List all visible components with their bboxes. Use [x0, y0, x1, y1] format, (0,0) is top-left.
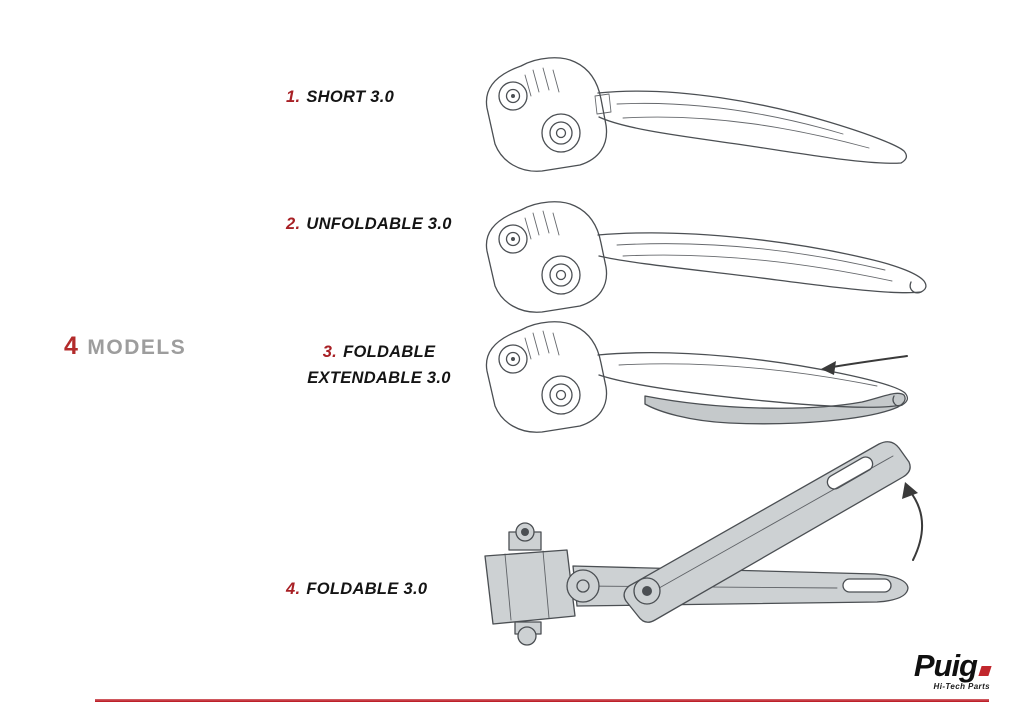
- lever-pivot-assembly: [485, 201, 608, 313]
- page-title: 4 MODELS: [64, 332, 186, 361]
- model-name-1: SHORT 3.0: [306, 88, 395, 106]
- models-count: 4: [64, 332, 79, 360]
- lever-pivot-assembly: [485, 321, 608, 433]
- model-name-2: UNFOLDABLE 3.0: [306, 215, 452, 233]
- model-name-4: FOLDABLE 3.0: [306, 580, 428, 598]
- lever-blade: [597, 90, 908, 164]
- unfoldable-lever-illustration: [485, 201, 927, 313]
- footer-accent-line: [95, 699, 989, 702]
- puig-logo-tagline: Hi-Tech Parts: [933, 682, 990, 691]
- extend-direction-arrow: [821, 355, 908, 375]
- model-name-3: FOLDABLE EXTENDABLE 3.0: [307, 343, 451, 387]
- extendable-slider-part: [644, 392, 906, 425]
- models-title-label: MODELS: [87, 336, 187, 359]
- lever-blade: [597, 352, 909, 408]
- lever-main-arm: [572, 565, 909, 607]
- model-label-unfoldable: 2. UNFOLDABLE 3.0: [286, 215, 452, 234]
- fold-direction-arrow: [902, 482, 924, 561]
- lever-clamp-mount: [484, 522, 600, 646]
- model-number-3: 3.: [322, 343, 338, 361]
- foldable-lever-illustration: [484, 441, 924, 646]
- foldable-extendable-lever-illustration: [485, 321, 909, 433]
- puig-logo-brand-text: Puig: [913, 648, 978, 683]
- puig-logo-red-accent: [978, 666, 992, 676]
- model-number-4: 4.: [286, 580, 301, 598]
- model-label-short: 1. SHORT 3.0: [286, 88, 394, 107]
- model-label-foldable: 4. FOLDABLE 3.0: [286, 580, 427, 599]
- short-lever-illustration: [485, 57, 908, 172]
- lever-folded-blade: [623, 441, 911, 623]
- lever-pivot-assembly: [485, 57, 612, 172]
- model-number-2: 2.: [286, 215, 301, 233]
- lever-blade: [597, 232, 927, 294]
- model-label-foldable-extendable: 3.FOLDABLE EXTENDABLE 3.0: [280, 340, 478, 391]
- lever-pivot: [633, 577, 661, 605]
- model-number-1: 1.: [286, 88, 301, 106]
- puig-logo: Puig Hi-Tech Parts: [913, 648, 992, 691]
